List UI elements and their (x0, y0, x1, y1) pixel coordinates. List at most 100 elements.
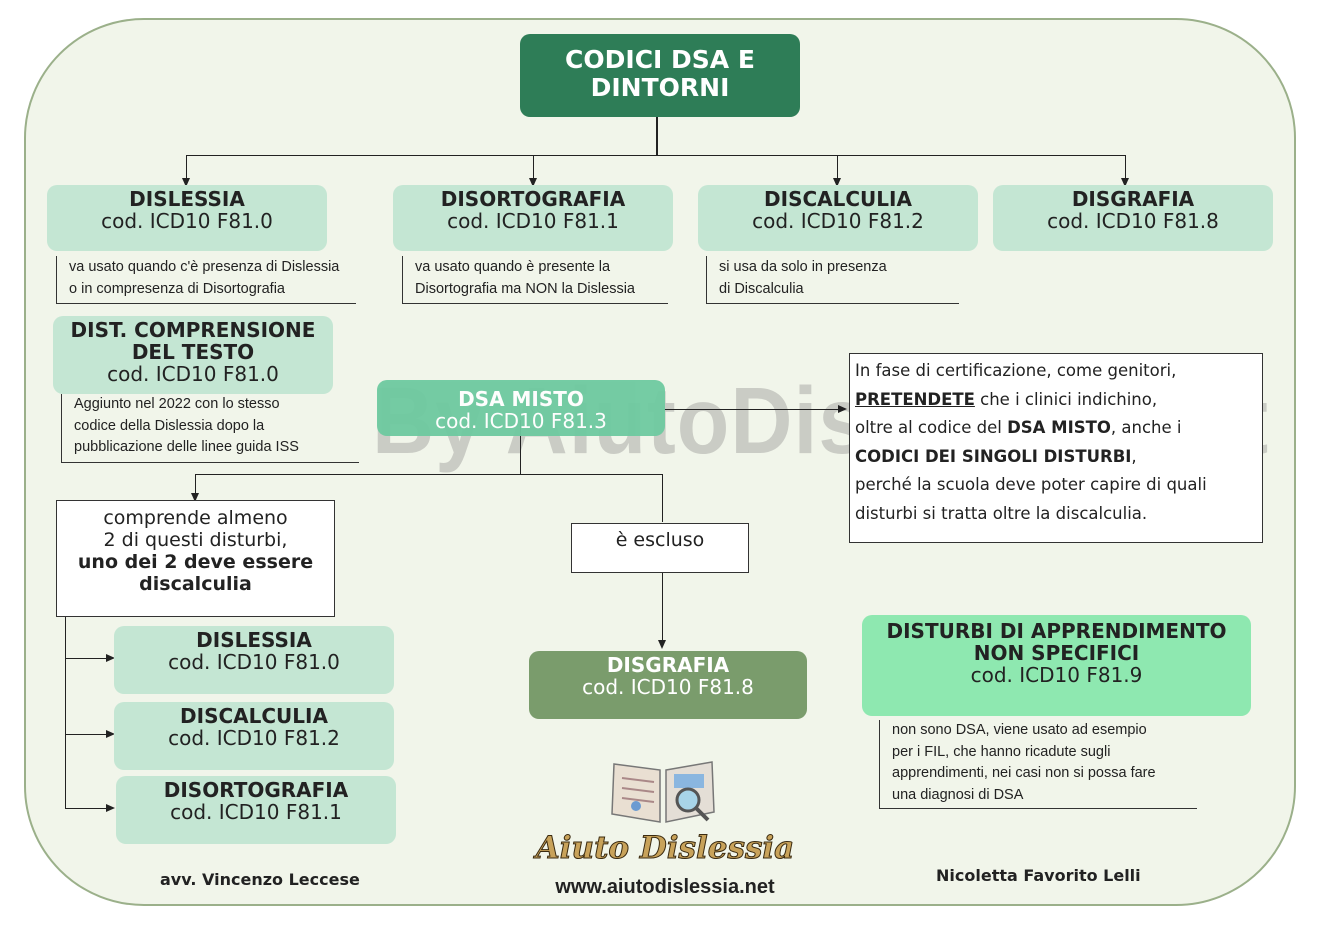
arrow-down-icon (182, 178, 190, 187)
box-disortografia: DISORTOGRAFIA cod. ICD10 F81.1 (393, 185, 673, 251)
connector (662, 474, 663, 522)
box-code: cod. ICD10 F81.0 (107, 362, 279, 386)
text-span: , anche i (1110, 418, 1182, 437)
note-line: va usato quando è presente la (415, 259, 611, 275)
note-line: codice della Dislessia dopo la (74, 417, 265, 434)
text-line: In fase di certificazione, come genitori… (855, 361, 1177, 380)
connector (662, 572, 663, 642)
note-line: non sono DSA, viene usato ad esempio (892, 722, 1147, 738)
certificazione-box: In fase di certificazione, come genitori… (849, 353, 1263, 543)
text-line: PRETENDETE che i clinici indichino, (855, 386, 1262, 415)
box-title: DISORTOGRAFIA (163, 778, 349, 802)
arrow-down-icon (529, 178, 537, 187)
box-title: DISLESSIA (196, 628, 312, 652)
connector (837, 155, 838, 183)
box-code: cod. ICD10 F81.8 (1047, 209, 1219, 233)
box-title: DISCALCULIA (180, 704, 328, 728)
escluso-box: è escluso (571, 523, 749, 573)
note-comprensione: Aggiunto nel 2022 con lo stesso codice d… (61, 394, 359, 463)
text-span: oltre al codice del (855, 418, 1008, 437)
sub-box-disortografia: DISORTOGRAFIA cod. ICD10 F81.1 (116, 776, 396, 844)
text-line: perché la scuola deve poter capire di qu… (855, 475, 1207, 494)
sub-box-dislessia: DISLESSIA cod. ICD10 F81.0 (114, 626, 394, 694)
arrow-down-icon (658, 640, 666, 649)
note-line: Disortografia ma NON la Dislessia (415, 281, 635, 297)
box-code: cod. ICD10 F81.2 (168, 726, 340, 750)
note-line: o in compresenza di Disortografia (69, 281, 285, 297)
comprende-box: comprende almeno 2 di questi disturbi, u… (56, 500, 335, 617)
arrow-down-icon (1121, 178, 1129, 187)
emphasis: CODICI DEI SINGOLI DISTURBI (855, 446, 1132, 466)
text-line: oltre al codice del DSA MISTO, anche i (855, 414, 1262, 443)
sub-box-discalculia: DISCALCULIA cod. ICD10 F81.2 (114, 702, 394, 770)
arrow-right-icon (106, 654, 115, 662)
text-line: 2 di questi disturbi, (103, 529, 288, 551)
note-discalculia: si usa da solo in presenza di Discalculi… (706, 256, 959, 304)
text-line: discalculia (139, 573, 252, 595)
arrow-right-icon (106, 730, 115, 738)
box-discalculia: DISCALCULIA cod. ICD10 F81.2 (698, 185, 978, 251)
connector (520, 420, 521, 475)
text-line: comprende almeno (103, 507, 288, 529)
connector (186, 155, 187, 183)
box-disgrafia: DISGRAFIA cod. ICD10 F81.8 (993, 185, 1273, 251)
note-dislessia: va usato quando c'è presenza di Dislessi… (56, 256, 356, 304)
box-code: cod. ICD10 F81.1 (447, 209, 619, 233)
connector (65, 808, 110, 809)
note-line: si usa da solo in presenza (719, 259, 887, 275)
note-non-specifici: non sono DSA, viene usato ad esempio per… (879, 720, 1197, 809)
box-title: DIST. COMPRENSIONE (70, 318, 316, 342)
text-span: , (1131, 446, 1137, 466)
arrow-right-icon (838, 405, 847, 413)
logo-text: Aiuto Dislessia (535, 830, 795, 867)
box-non-specifici: DISTURBI DI APPRENDIMENTO NON SPECIFICI … (862, 615, 1251, 716)
note-line: va usato quando c'è presenza di Dislessi… (69, 259, 340, 275)
box-code: cod. ICD10 F81.1 (170, 800, 342, 824)
box-comprensione: DIST. COMPRENSIONE DEL TESTO cod. ICD10 … (53, 316, 333, 394)
connector (664, 409, 840, 410)
connector (533, 155, 534, 183)
box-title: DISGRAFIA (606, 653, 730, 677)
box-dsa-misto: DSA MISTO cod. ICD10 F81.3 (377, 380, 665, 436)
box-title: DISLESSIA (129, 187, 245, 211)
box-code: cod. ICD10 F81.3 (435, 409, 607, 433)
title-box: CODICI DSA E DINTORNI (520, 34, 800, 117)
box-title: NON SPECIFICI (973, 641, 1140, 665)
box-code: cod. ICD10 F81.0 (168, 650, 340, 674)
note-line: per i FIL, che hanno ricadute sugli (892, 743, 1111, 760)
box-dislessia: DISLESSIA cod. ICD10 F81.0 (47, 185, 327, 251)
connector (656, 116, 658, 156)
arrow-down-icon (833, 178, 841, 187)
text-span: che i clinici indichino, (974, 389, 1158, 409)
box-code: cod. ICD10 F81.2 (752, 209, 924, 233)
connector (1125, 155, 1126, 183)
escluso-label: è escluso (615, 529, 705, 551)
connector (186, 155, 1126, 156)
box-code: cod. ICD10 F81.9 (970, 663, 1143, 687)
box-title: DISGRAFIA (1071, 187, 1195, 211)
note-line: di Discalculia (719, 281, 804, 297)
website: www.aiutodislessia.net (555, 876, 775, 898)
text-line: uno dei 2 deve essere (77, 551, 314, 573)
connector (195, 474, 196, 496)
note-line: pubblicazione delle linee guida ISS (74, 439, 299, 455)
connector (65, 616, 66, 809)
connector (65, 658, 110, 659)
note-disortografia: va usato quando è presente la Disortogra… (402, 256, 668, 304)
arrow-down-icon (191, 493, 199, 502)
box-disgrafia-escluso: DISGRAFIA cod. ICD10 F81.8 (529, 651, 807, 719)
connector (195, 474, 663, 475)
box-title: DSA MISTO (458, 387, 584, 411)
emphasis: DSA MISTO (1007, 418, 1111, 437)
box-code: cod. ICD10 F81.0 (101, 209, 273, 233)
book-logo-icon (608, 756, 718, 826)
note-line: Aggiunto nel 2022 con lo stesso (74, 396, 280, 412)
author-right: Nicoletta Favorito Lelli (936, 866, 1141, 885)
author-left: avv. Vincenzo Leccese (160, 870, 360, 889)
box-code: cod. ICD10 F81.8 (582, 675, 754, 699)
box-title: DEL TESTO (131, 340, 255, 364)
box-title: DISTURBI DI APPRENDIMENTO (886, 619, 1227, 643)
box-title: DISCALCULIA (764, 187, 912, 211)
emphasis: PRETENDETE (855, 389, 975, 409)
arrow-right-icon (106, 804, 115, 812)
